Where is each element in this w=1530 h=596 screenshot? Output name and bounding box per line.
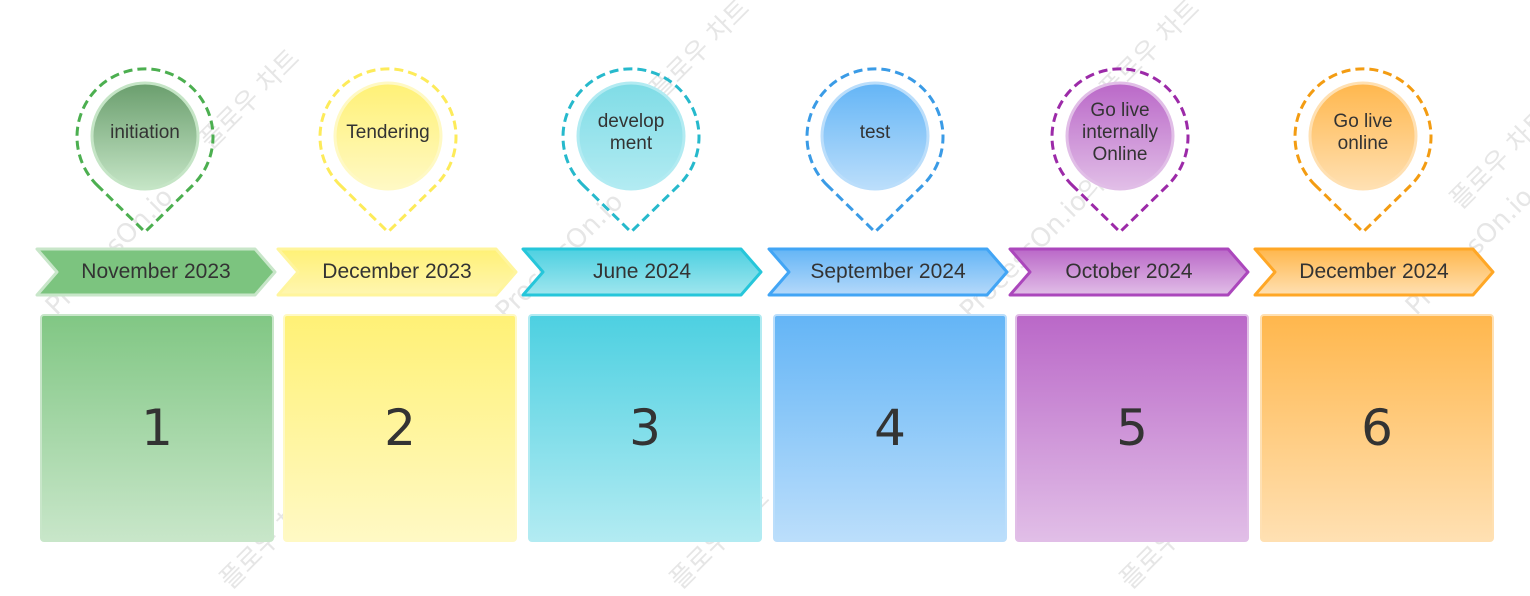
phase-date-ribbon-3: June 2024 bbox=[521, 247, 763, 297]
phase-pin-4: test bbox=[800, 66, 950, 236]
phase-date-ribbon-5: October 2024 bbox=[1008, 247, 1250, 297]
pin-graphic bbox=[561, 67, 701, 234]
phase-step-number: 5 bbox=[1116, 399, 1148, 457]
ribbon-arrow bbox=[521, 247, 763, 297]
pin-circle bbox=[90, 81, 200, 191]
phase-date: December 2024 bbox=[1299, 260, 1449, 283]
phase-date: October 2024 bbox=[1065, 260, 1193, 283]
pin-dashed-outline bbox=[1050, 67, 1190, 234]
phase-date: November 2023 bbox=[81, 260, 231, 283]
ribbon-arrow bbox=[276, 247, 518, 297]
phase-step-number: 1 bbox=[141, 399, 173, 457]
phase-name: test bbox=[820, 78, 930, 188]
pin-dashed-outline bbox=[75, 67, 215, 234]
phase-step-card-4: 4 bbox=[773, 314, 1007, 542]
pin-graphic bbox=[1050, 67, 1190, 234]
phase-step-card-5: 5 bbox=[1015, 314, 1249, 542]
phase-name-line: test bbox=[859, 122, 891, 143]
phase-pin-1: initiation bbox=[70, 66, 220, 236]
pin-circle bbox=[1065, 81, 1175, 191]
pin-graphic bbox=[805, 67, 945, 234]
phase-step-number: 4 bbox=[874, 399, 906, 457]
pin-circle bbox=[333, 81, 443, 191]
phase-date: September 2024 bbox=[810, 260, 966, 283]
phase-name-line: Go live bbox=[1090, 100, 1150, 121]
phase-name-line: Tendering bbox=[346, 122, 430, 143]
phase-name-line: ment bbox=[609, 133, 653, 154]
phase-pin-2: Tendering bbox=[313, 66, 463, 236]
ribbon-arrow bbox=[767, 247, 1009, 297]
phase-name-line: initiation bbox=[110, 122, 180, 143]
phase-name-line: online bbox=[1337, 133, 1389, 154]
phase-name: Tendering bbox=[333, 78, 443, 188]
pin-circle bbox=[1308, 81, 1418, 191]
phase-date-ribbon-6: December 2024 bbox=[1253, 247, 1495, 297]
phase-step-card-1: 1 bbox=[40, 314, 274, 542]
phase-step-card-3: 3 bbox=[528, 314, 762, 542]
pin-graphic bbox=[1293, 67, 1433, 234]
pin-circle bbox=[576, 81, 686, 191]
phase-name: initiation bbox=[90, 78, 200, 188]
phase-name-line: internally bbox=[1081, 122, 1159, 143]
ribbon-arrow bbox=[35, 247, 277, 297]
watermark-text: 플로우 차트 bbox=[1444, 103, 1530, 216]
pin-dashed-outline bbox=[561, 67, 701, 234]
pin-dashed-outline bbox=[1293, 67, 1433, 234]
phase-date: December 2023 bbox=[322, 260, 472, 283]
ribbon-arrow bbox=[1008, 247, 1250, 297]
phase-name-line: Go live bbox=[1333, 111, 1393, 132]
phase-date: June 2024 bbox=[592, 260, 692, 283]
phase-step-card-6: 6 bbox=[1260, 314, 1494, 542]
phase-step-number: 3 bbox=[629, 399, 661, 457]
pin-graphic bbox=[75, 67, 215, 234]
phase-name-line: Online bbox=[1092, 144, 1148, 165]
phase-date-ribbon-1: November 2023 bbox=[35, 247, 277, 297]
phase-date-ribbon-2: December 2023 bbox=[276, 247, 518, 297]
phase-step-number: 2 bbox=[384, 399, 416, 457]
phase-date-ribbon-4: September 2024 bbox=[767, 247, 1009, 297]
phase-step-number: 6 bbox=[1361, 399, 1393, 457]
phase-step-card-2: 2 bbox=[283, 314, 517, 542]
pin-graphic bbox=[318, 67, 458, 234]
ribbon-arrow bbox=[1253, 247, 1495, 297]
pin-dashed-outline bbox=[318, 67, 458, 234]
pin-circle bbox=[820, 81, 930, 191]
phase-name-line: develop bbox=[597, 111, 665, 132]
pin-dashed-outline bbox=[805, 67, 945, 234]
